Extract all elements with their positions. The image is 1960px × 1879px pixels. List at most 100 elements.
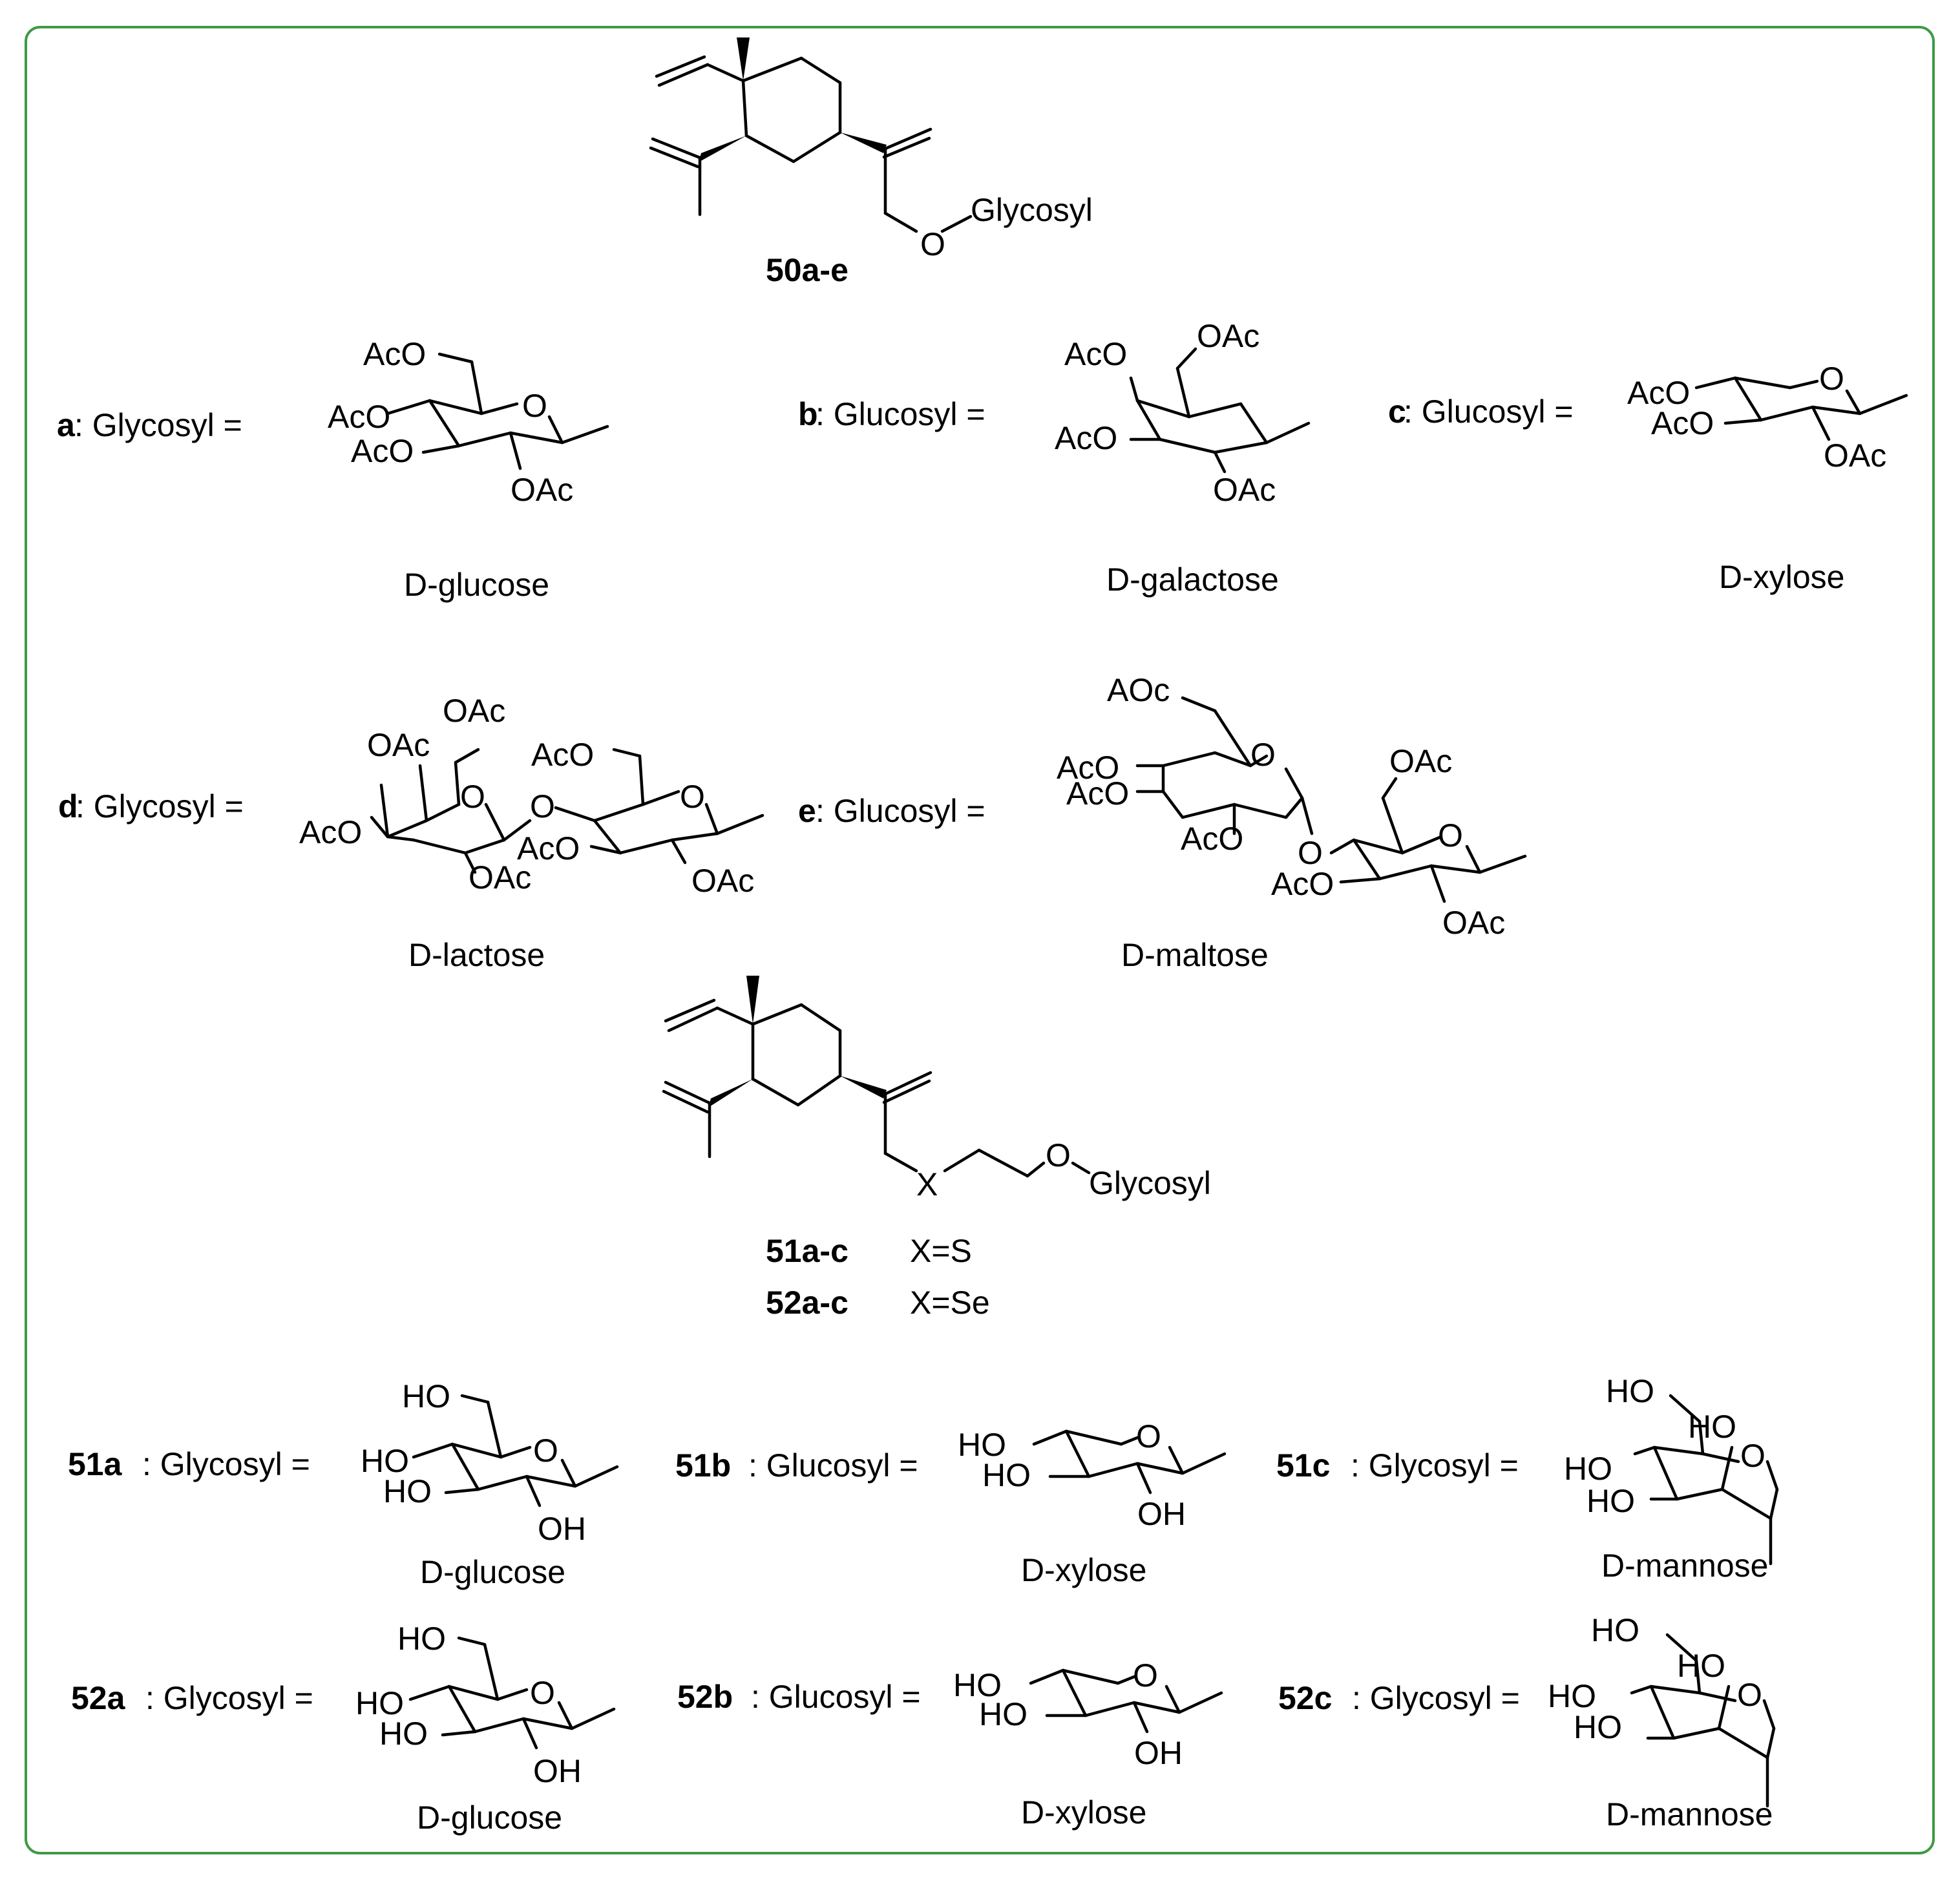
- entry-d-link-o: O: [530, 788, 555, 824]
- entry-52c-group-1: HO: [1591, 1612, 1639, 1648]
- entry-d-group-10: OAc: [691, 863, 754, 899]
- entry-52c-ring-o: O: [1737, 1677, 1762, 1713]
- entry-a-group-5: OAc: [511, 472, 573, 508]
- entry-c-prefix: : Glucosyl =: [1404, 394, 1574, 430]
- entry-52b-prefix: : Glucosyl =: [751, 1679, 921, 1715]
- entry-51a-ring: [412, 1394, 619, 1507]
- entry-51c-group-1: HO: [1606, 1373, 1654, 1409]
- entry-c-ring-o: O: [1819, 361, 1844, 397]
- entry-e-rings: [1135, 696, 1527, 903]
- entry-b-group-3: AcO: [1055, 420, 1117, 456]
- entry-52a-label: 52a: [71, 1680, 126, 1716]
- entry-51a-ring-o: O: [533, 1433, 558, 1469]
- entry-a-ring: [386, 352, 609, 470]
- entry-d-sugar: D-lactose: [408, 937, 545, 973]
- entry-52b-ring-o: O: [1133, 1657, 1158, 1694]
- entry-b-prefix: : Glucosyl =: [816, 396, 985, 432]
- entry-51a-group-1: HO: [402, 1378, 450, 1414]
- scaffold-51-52-structure: [662, 976, 1091, 1178]
- entry-52a-group-5: OH: [533, 1753, 582, 1789]
- entry-51a-group-4: HO: [383, 1473, 432, 1509]
- entry-a-sugar: D-glucose: [404, 567, 549, 603]
- entry-51a-group-5: OH: [538, 1511, 586, 1547]
- entry-51b-group-3: HO: [982, 1457, 1031, 1493]
- entry-52b-label: 52b: [677, 1679, 733, 1715]
- scaffold-52-label: 52a-c: [766, 1285, 848, 1321]
- entry-51c-ring-o: O: [1740, 1438, 1765, 1474]
- entry-51b-sugar: D-xylose: [1021, 1552, 1146, 1588]
- entry-d-group-3: AcO: [299, 814, 362, 850]
- entry-e-prefix: : Glucosyl =: [816, 793, 985, 829]
- entry-51c-label: 51c: [1276, 1447, 1330, 1484]
- entry-e-letter: e: [798, 793, 816, 829]
- scheme-frame: [25, 26, 1935, 1854]
- entry-a-group-1: AcO: [363, 336, 426, 372]
- entry-b-sugar: D-galactose: [1106, 562, 1279, 598]
- entry-51b-ring: [1032, 1429, 1227, 1495]
- entry-52a-prefix: : Glycosyl =: [145, 1680, 313, 1716]
- entry-b-group-2: OAc: [1197, 318, 1259, 354]
- entry-e-group-7: OAc: [1389, 743, 1452, 779]
- entry-52a-sugar: D-glucose: [417, 1800, 562, 1836]
- entry-e-group-9: AcO: [1271, 866, 1334, 902]
- entry-51b-group-1: HO: [958, 1427, 1006, 1463]
- entry-51b-prefix: : Glucosyl =: [748, 1447, 918, 1484]
- entry-a-letter: a: [57, 407, 76, 443]
- entry-e-group-3: AcO: [1057, 750, 1119, 786]
- entry-51b-group-4: OH: [1137, 1496, 1186, 1532]
- entry-d-letter: d: [58, 788, 78, 824]
- entry-e-ring-o-2: O: [1438, 817, 1463, 854]
- entry-52c-label: 52c: [1278, 1680, 1332, 1716]
- entry-52c-ring: [1630, 1633, 1776, 1808]
- entry-51c-group-4: HO: [1564, 1451, 1612, 1487]
- entry-52a-group-3: HO: [355, 1685, 404, 1721]
- entry-a-group-3: AcO: [351, 433, 414, 469]
- entry-e-ring-o-1: O: [1250, 737, 1276, 773]
- scaffold-50-label: 50a-e: [766, 252, 848, 288]
- entry-52c-group-4: HO: [1548, 1678, 1596, 1714]
- entry-d-group-1: OAc: [443, 693, 505, 729]
- entry-52c-group-5: HO: [1574, 1709, 1622, 1745]
- entry-e-group-10: OAc: [1442, 905, 1505, 941]
- entry-52c-group-2: HO: [1677, 1648, 1725, 1684]
- entry-d-prefix: : Glycosyl =: [76, 788, 244, 824]
- scaffold-50-structure: [649, 37, 973, 233]
- entry-c-letter: c: [1388, 394, 1406, 430]
- entry-d-rings: [370, 748, 764, 874]
- entry-52a-group-4: HO: [379, 1716, 428, 1752]
- entry-b-group-4: OAc: [1213, 472, 1276, 508]
- entry-51a-sugar: D-glucose: [420, 1554, 565, 1590]
- entry-c-ring: [1694, 376, 1908, 441]
- entry-b-letter: b: [798, 396, 818, 432]
- entry-52a-ring-o: O: [530, 1675, 555, 1711]
- entry-52a-ring: [408, 1636, 616, 1750]
- scaffold-50-o-atom: O: [920, 226, 945, 262]
- entry-52a-group-1: HO: [397, 1621, 446, 1657]
- entry-e-group-5: AcO: [1181, 821, 1243, 857]
- entry-51a-label: 51a: [68, 1446, 123, 1482]
- entry-51c-sugar: D-mannose: [1601, 1548, 1768, 1584]
- entry-52b-group-1: HO: [953, 1667, 1002, 1703]
- entry-e-group-4: AcO: [1066, 775, 1129, 812]
- entry-51c-group-2: HO: [1688, 1409, 1736, 1445]
- scaffold-51-52-o-atom: O: [1046, 1137, 1071, 1173]
- scaffold-51-x-value: X=S: [910, 1233, 972, 1269]
- entry-d-group-7: AcO: [531, 737, 594, 773]
- entry-e-group-1: AOc: [1107, 672, 1170, 708]
- entry-e-sugar: D-maltose: [1121, 937, 1269, 973]
- entry-a-prefix: : Glycosyl =: [74, 407, 242, 443]
- entry-d-ring-o-1: O: [460, 779, 485, 815]
- scaffold-51-label: 51a-c: [766, 1233, 848, 1269]
- entry-a-group-2: AcO: [328, 399, 390, 435]
- scaffold-51-52-x-atom: X: [916, 1166, 938, 1202]
- entry-51c-prefix: : Glycosyl =: [1351, 1447, 1519, 1484]
- entry-51a-group-3: HO: [361, 1443, 409, 1479]
- scaffold-50-glycosyl: Glycosyl: [971, 192, 1093, 228]
- entry-a-ring-o: O: [522, 388, 547, 424]
- entry-52c-sugar: D-mannose: [1606, 1796, 1773, 1832]
- entry-52b-sugar: D-xylose: [1021, 1794, 1146, 1831]
- entry-51b-ring-o: O: [1136, 1418, 1161, 1454]
- entry-d-group-9: OAc: [469, 859, 531, 896]
- entry-51c-ring: [1633, 1394, 1779, 1566]
- entry-c-sugar: D-xylose: [1719, 559, 1844, 595]
